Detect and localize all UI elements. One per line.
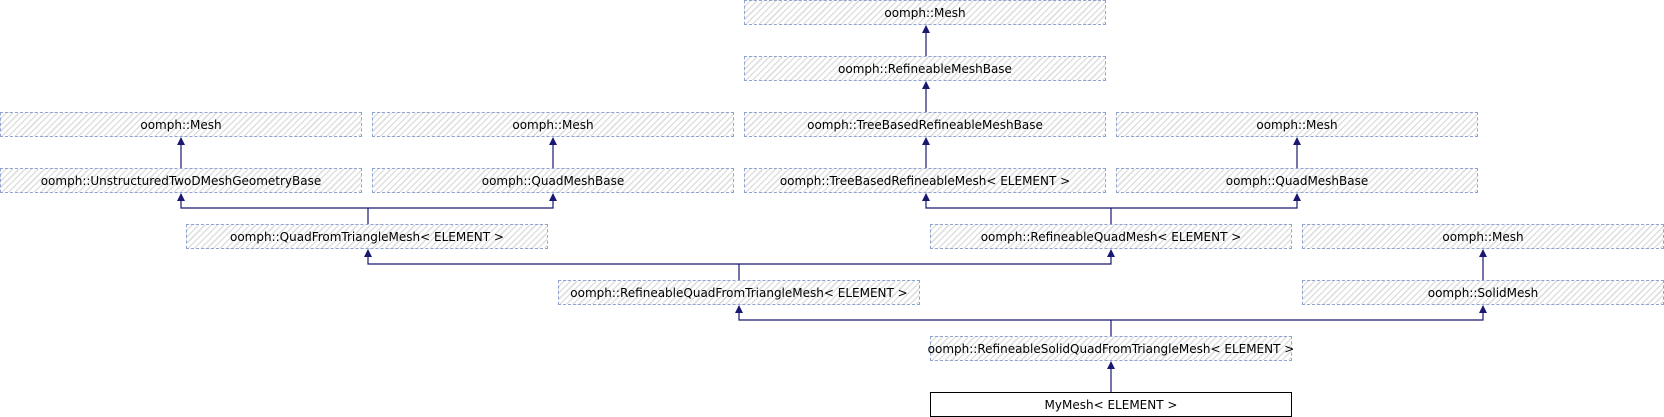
- node-mesh-col4[interactable]: oomph::Mesh: [1116, 112, 1478, 137]
- node-mesh-top[interactable]: oomph::Mesh: [744, 0, 1106, 25]
- node-quad-mesh-base-right[interactable]: oomph::QuadMeshBase: [1116, 168, 1478, 193]
- node-refineable-quad-mesh[interactable]: oomph::RefineableQuadMesh< ELEMENT >: [930, 224, 1292, 249]
- node-quad-mesh-base-left[interactable]: oomph::QuadMeshBase: [372, 168, 734, 193]
- node-tree-based-refineable-mesh[interactable]: oomph::TreeBasedRefineableMesh< ELEMENT …: [744, 168, 1106, 193]
- node-refineable-quad-from-triangle-mesh[interactable]: oomph::RefineableQuadFromTriangleMesh< E…: [558, 280, 920, 305]
- edge-quadfromtri-unstructured: [177, 193, 369, 224]
- node-tree-based-refineable-mesh-base[interactable]: oomph::TreeBasedRefineableMeshBase: [744, 112, 1106, 137]
- edge-refsolid-solidmesh: [1111, 305, 1487, 321]
- edge-refquadmesh-quadmeshbase: [1111, 193, 1301, 209]
- edge-refquadmesh-treebasedmesh: [922, 193, 1112, 224]
- node-my-mesh: MyMesh< ELEMENT >: [930, 392, 1292, 417]
- node-quad-from-triangle-mesh[interactable]: oomph::QuadFromTriangleMesh< ELEMENT >: [186, 224, 548, 249]
- node-mesh-col2[interactable]: oomph::Mesh: [372, 112, 734, 137]
- node-mesh-col1[interactable]: oomph::Mesh: [0, 112, 362, 137]
- node-unstructured-two-d-mesh-geometry-base[interactable]: oomph::UnstructuredTwoDMeshGeometryBase: [0, 168, 362, 193]
- node-mesh-solid-parent[interactable]: oomph::Mesh: [1302, 224, 1664, 249]
- edge-refsolid-refquadfromtri: [735, 305, 1112, 336]
- node-refineable-mesh-base[interactable]: oomph::RefineableMeshBase: [744, 56, 1106, 81]
- node-solid-mesh[interactable]: oomph::SolidMesh: [1302, 280, 1664, 305]
- edge-refquadfromtri-quadfromtri: [364, 249, 740, 280]
- edge-refquadfromtri-refquadmesh: [739, 249, 1115, 265]
- node-refineable-solid-quad-from-triangle-mesh[interactable]: oomph::RefineableSolidQuadFromTriangleMe…: [928, 336, 1294, 361]
- edge-quadfromtri-quadmeshbase: [368, 193, 557, 209]
